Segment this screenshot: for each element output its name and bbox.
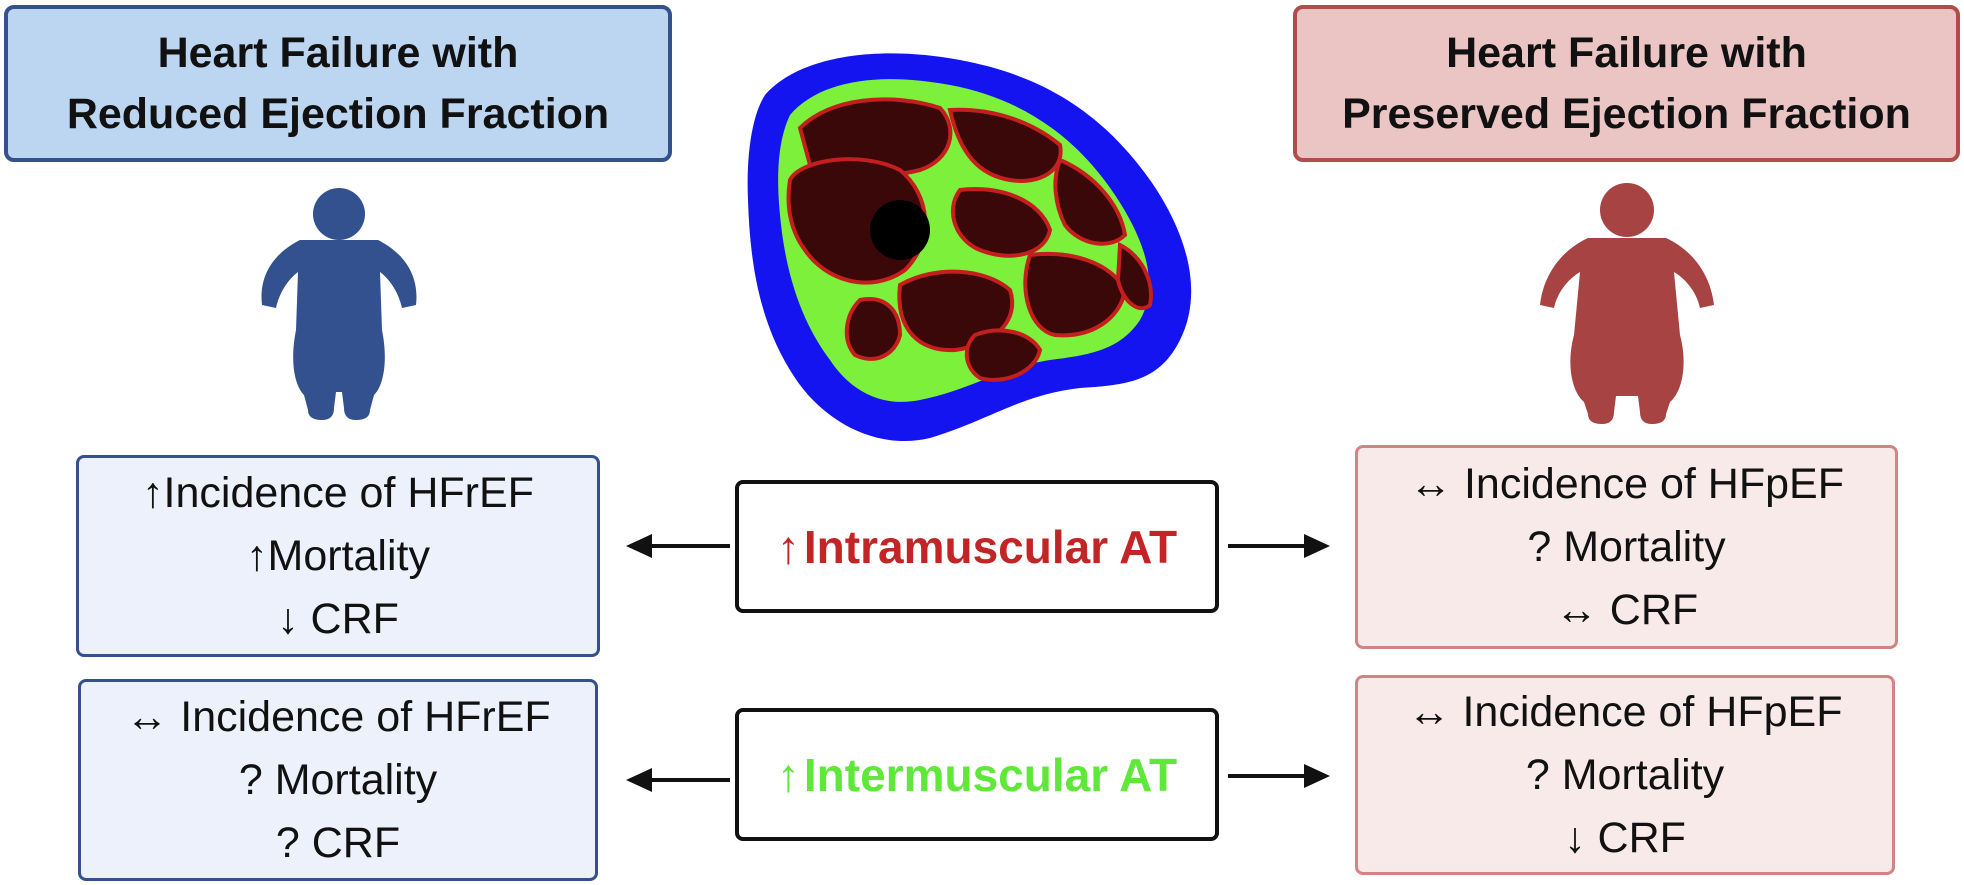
intermuscular-label: Intermuscular AT bbox=[803, 748, 1178, 801]
outcome-line: ↓ CRF bbox=[277, 594, 399, 643]
hfpef-title-line-2: Preserved Ejection Fraction bbox=[1342, 89, 1911, 138]
outcome-line: ? CRF bbox=[275, 818, 401, 867]
arrow-intra-left bbox=[626, 534, 730, 558]
outcome-line: ↔ Incidence of HFrEF bbox=[125, 692, 551, 741]
outcome-line: ? Mortality bbox=[1525, 750, 1725, 799]
hfref-intramuscular-box: ↑Incidence of HFrEF ↑Mortality ↓ CRF bbox=[76, 455, 600, 657]
hfpef-title-line-1: Heart Failure with bbox=[1446, 28, 1807, 77]
hfref-title-box: Heart Failure with Reduced Ejection Frac… bbox=[4, 5, 672, 162]
person-hfpef-icon bbox=[1540, 183, 1714, 424]
outcome-line: ↓ CRF bbox=[1564, 813, 1686, 862]
outcome-line: ↑Mortality bbox=[246, 531, 430, 580]
intramuscular-at-box: ↑ Intramuscular AT bbox=[735, 480, 1219, 613]
hfpef-intermuscular-box: ↔ Incidence of HFpEF ? Mortality ↓ CRF bbox=[1355, 675, 1895, 875]
person-hfref-icon bbox=[261, 188, 417, 420]
arrow-inter-left bbox=[626, 768, 730, 792]
outcome-line: ? Mortality bbox=[238, 755, 438, 804]
hfref-title-line-2: Reduced Ejection Fraction bbox=[66, 89, 610, 138]
intramuscular-label: Intramuscular AT bbox=[803, 520, 1178, 573]
outcome-line: ↔ Incidence of HFpEF bbox=[1409, 459, 1844, 508]
intramuscular-arrow-icon: ↑ bbox=[776, 520, 800, 573]
intermuscular-at-box: ↑ Intermuscular AT bbox=[735, 708, 1219, 841]
outcome-line: ↔ CRF bbox=[1554, 585, 1699, 634]
thigh-cross-section-image bbox=[747, 53, 1192, 442]
arrow-inter-right bbox=[1228, 764, 1330, 788]
intermuscular-arrow-icon: ↑ bbox=[776, 748, 800, 801]
outcome-line: ? Mortality bbox=[1527, 522, 1726, 571]
hfpef-title-box: Heart Failure with Preserved Ejection Fr… bbox=[1293, 5, 1960, 162]
hfref-title-line-1: Heart Failure with bbox=[157, 28, 519, 77]
hfpef-intramuscular-box: ↔ Incidence of HFpEF ? Mortality ↔ CRF bbox=[1355, 445, 1898, 649]
hfref-intermuscular-box: ↔ Incidence of HFrEF ? Mortality ? CRF bbox=[78, 679, 598, 881]
outcome-line: ↔ Incidence of HFpEF bbox=[1407, 687, 1843, 736]
arrow-intra-right bbox=[1228, 534, 1330, 558]
outcome-line: ↑Incidence of HFrEF bbox=[142, 468, 534, 517]
